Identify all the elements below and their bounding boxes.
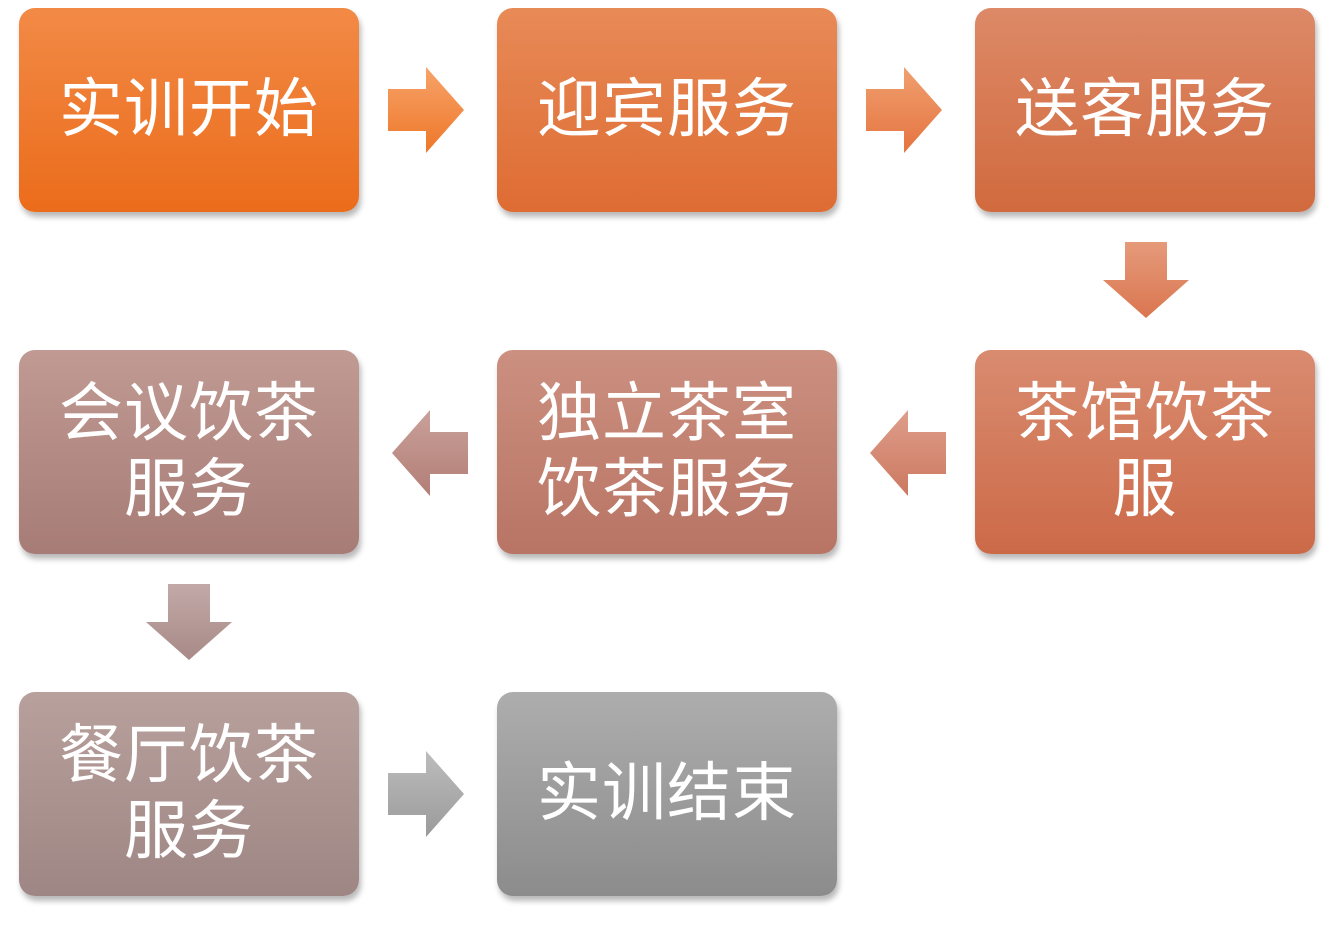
step-label-1: 实训开始 — [59, 73, 319, 147]
arrow-down-icon — [146, 584, 232, 660]
arrow-right-icon — [866, 67, 942, 153]
step-box-3: 送客服务 — [975, 8, 1315, 212]
arrow-left-icon — [870, 410, 946, 496]
step-label-5: 独立茶室 饮茶服务 — [537, 377, 797, 527]
arrow-down-icon — [1103, 242, 1189, 318]
step-label-8: 实训结束 — [537, 757, 797, 831]
arrow-right-icon — [388, 67, 464, 153]
step-box-1: 实训开始 — [19, 8, 359, 212]
step-label-7: 餐厅饮茶 服务 — [59, 719, 319, 869]
arrow-left-icon — [392, 410, 468, 496]
step-box-5: 独立茶室 饮茶服务 — [497, 350, 837, 554]
step-label-6: 会议饮茶 服务 — [59, 377, 319, 527]
step-box-2: 迎宾服务 — [497, 8, 837, 212]
step-box-8: 实训结束 — [497, 692, 837, 896]
step-box-4: 茶馆饮茶 服 — [975, 350, 1315, 554]
step-label-2: 迎宾服务 — [537, 73, 797, 147]
step-label-3: 送客服务 — [1015, 73, 1275, 147]
step-box-6: 会议饮茶 服务 — [19, 350, 359, 554]
arrow-right-icon — [388, 751, 464, 837]
step-label-4: 茶馆饮茶 服 — [1015, 377, 1275, 527]
step-box-7: 餐厅饮茶 服务 — [19, 692, 359, 896]
